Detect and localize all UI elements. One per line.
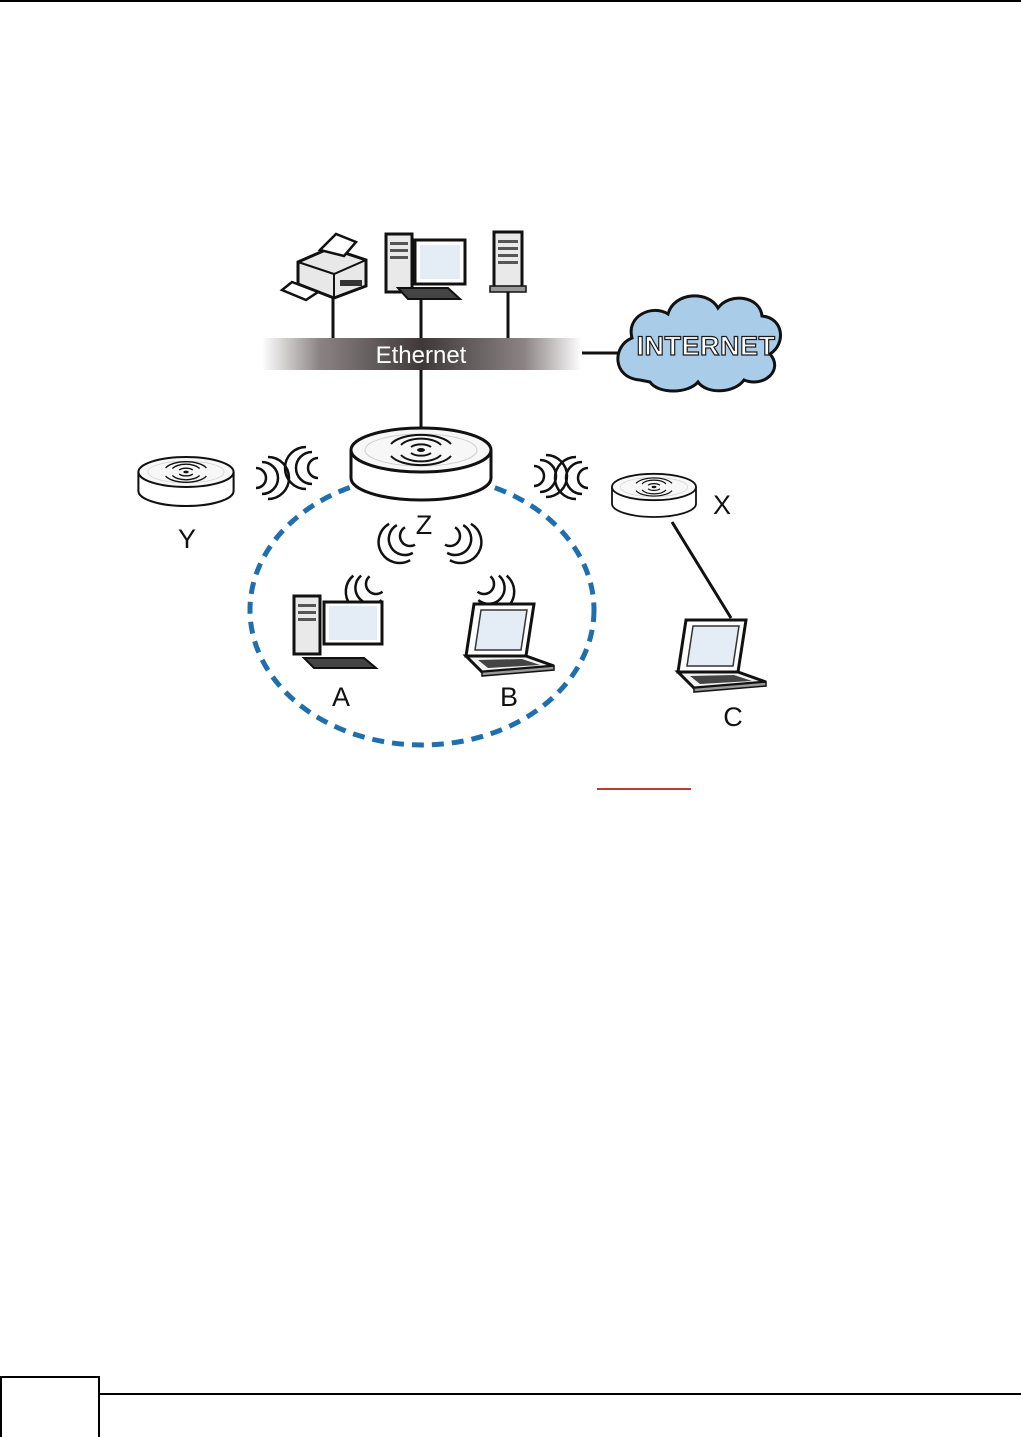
wireless-waves-icon — [555, 457, 588, 499]
ethernet-label: Ethernet — [376, 342, 467, 369]
ap-z-label: Z — [416, 510, 433, 540]
internet-label: INTERNET — [637, 331, 776, 361]
access-point-x-icon — [612, 474, 696, 517]
ap-x-label: X — [713, 490, 731, 520]
client-a-desktop-icon — [294, 596, 382, 668]
wireless-waves-icon — [285, 447, 318, 489]
page-number-box — [0, 1376, 100, 1437]
client-b-label: B — [500, 682, 518, 712]
cross-reference-link[interactable] — [597, 788, 691, 790]
client-c-label: C — [723, 702, 743, 732]
server-icon — [490, 232, 526, 292]
network-diagram: Ethernet INTERNET — [0, 0, 1021, 800]
desktop-computer-icon — [386, 234, 465, 299]
printer-icon — [282, 234, 366, 300]
wireless-waves-icon — [440, 518, 490, 571]
ap-x-to-c-link — [672, 522, 731, 618]
client-b-laptop-icon — [466, 604, 554, 676]
ap-y-label: Y — [178, 524, 196, 554]
access-point-z-icon — [351, 428, 491, 500]
client-a-label: A — [332, 682, 350, 712]
access-point-y-icon — [138, 457, 233, 506]
client-c-laptop-icon — [678, 620, 766, 692]
wireless-waves-icon — [371, 518, 421, 571]
wireless-waves-icon — [256, 457, 289, 499]
footer-rule — [100, 1393, 1021, 1395]
